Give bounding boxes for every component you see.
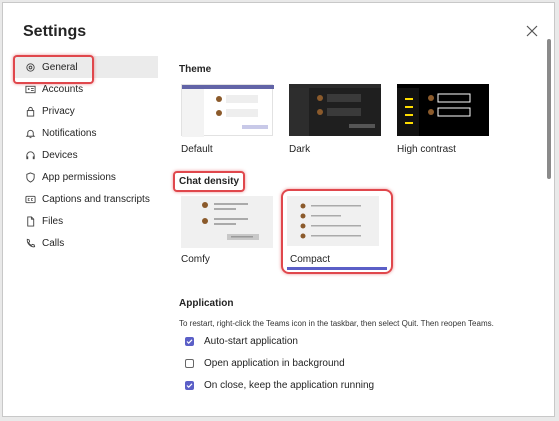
keep-running-checkbox[interactable]: On close, keep the application running <box>185 380 374 391</box>
sidebar-item-calls[interactable]: Calls <box>13 232 158 254</box>
gear-icon <box>26 62 35 72</box>
application-title: Application <box>179 298 234 309</box>
sidebar-item-notifications[interactable]: Notifications <box>13 122 158 144</box>
default-preview <box>182 85 274 137</box>
sidebar-item-label: App permissions <box>42 171 116 183</box>
lock-icon <box>26 106 35 117</box>
open-background-checkbox[interactable]: Open application in background <box>185 358 345 369</box>
checkbox-label: Auto-start application <box>204 336 298 347</box>
settings-title: Settings <box>23 23 87 40</box>
dark-preview <box>289 84 381 136</box>
sidebar-item-label: General <box>42 61 78 73</box>
theme-high-contrast-label: High contrast <box>397 144 456 155</box>
check-icon <box>186 383 193 389</box>
id-card-icon <box>25 85 36 93</box>
file-icon <box>27 215 35 227</box>
sidebar-item-captions[interactable]: Captions and transcripts <box>13 188 158 210</box>
sidebar-item-label: Files <box>42 215 64 227</box>
sidebar-item-app-permissions[interactable]: App permissions <box>13 166 158 188</box>
theme-title: Theme <box>179 64 212 75</box>
theme-default-thumb[interactable] <box>181 84 274 137</box>
check-icon <box>186 339 193 345</box>
checkbox-label: Open application in background <box>204 358 345 369</box>
density-comfy-thumb[interactable] <box>181 196 273 248</box>
sidebar-item-files[interactable]: Files <box>13 210 158 232</box>
headset-icon <box>26 150 35 159</box>
checkbox-box[interactable] <box>185 359 194 368</box>
theme-dark-thumb[interactable] <box>289 84 381 136</box>
density-compact-label: Compact <box>290 254 331 265</box>
sidebar-item-devices[interactable]: Devices <box>13 144 158 166</box>
shield-icon <box>26 171 35 183</box>
sidebar-item-label: Privacy <box>42 105 75 117</box>
sidebar-item-label: Calls <box>42 237 65 249</box>
sidebar-item-accounts[interactable]: Accounts <box>13 78 158 100</box>
checkbox-box[interactable] <box>185 381 194 390</box>
scrollbar[interactable] <box>547 39 551 179</box>
sidebar: General Accounts Privacy Notifications D… <box>13 56 158 254</box>
auto-start-checkbox[interactable]: Auto-start application <box>185 336 298 347</box>
checkbox-label: On close, keep the application running <box>204 380 375 391</box>
density-comfy-label: Comfy <box>181 254 210 265</box>
sidebar-item-label: Notifications <box>42 127 97 139</box>
cc-icon <box>25 195 36 203</box>
sidebar-item-label: Accounts <box>42 83 84 95</box>
comfy-preview <box>202 202 259 240</box>
sidebar-item-privacy[interactable]: Privacy <box>13 100 158 122</box>
application-description: To restart, right-click the Teams icon i… <box>179 319 494 328</box>
chat-density-title: Chat density <box>179 176 240 187</box>
high-contrast-preview <box>397 84 489 136</box>
sidebar-item-label: Captions and transcripts <box>42 193 150 205</box>
close-icon[interactable] <box>524 23 540 39</box>
theme-default-label: Default <box>181 144 213 155</box>
density-selected-indicator <box>287 267 387 270</box>
compact-preview <box>300 203 361 239</box>
density-compact-thumb[interactable] <box>287 196 379 246</box>
sidebar-item-label: Devices <box>42 149 78 161</box>
settings-window: Settings General Accounts Privacy Notifi… <box>2 2 555 417</box>
phone-icon <box>26 238 36 247</box>
theme-dark-label: Dark <box>289 144 311 155</box>
bell-icon <box>25 129 36 138</box>
theme-high-contrast-thumb[interactable] <box>397 84 489 136</box>
sidebar-item-general[interactable]: General <box>13 56 158 78</box>
checkbox-box[interactable] <box>185 337 194 346</box>
